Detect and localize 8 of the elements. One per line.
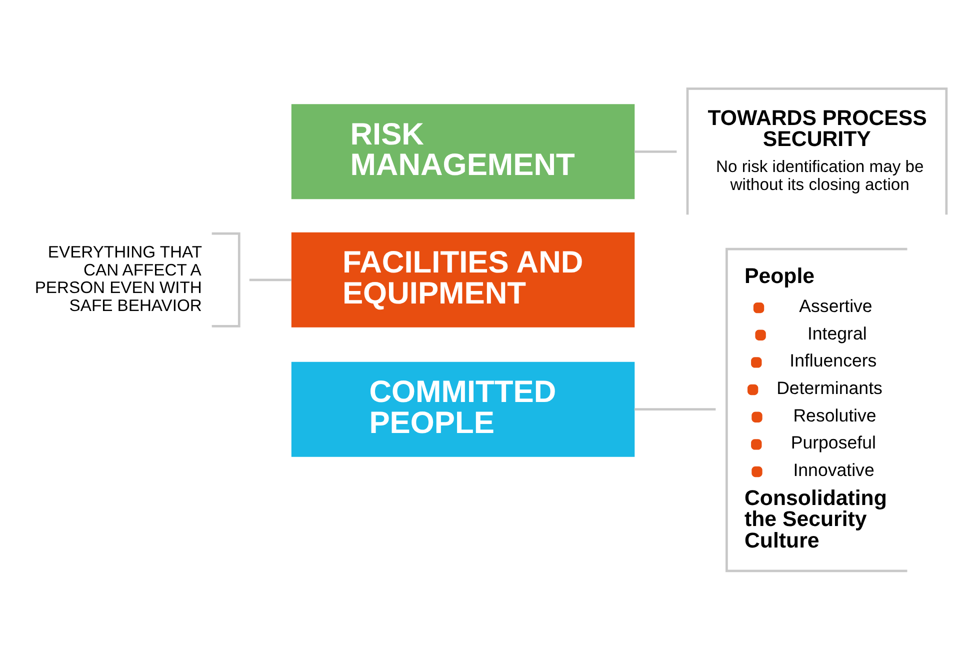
node-box: RISK MANAGEMENT [291,104,635,200]
node-box: COMMITTED PEOPLE [291,362,635,457]
connector [634,150,677,153]
node-box: FACILITIES AND EQUIPMENT [291,232,635,328]
connector [249,278,292,282]
node-text: EVERYTHING THAT CAN AFFECT A PERSON EVEN WITH SAFE BEHAVIOR [34,242,202,316]
node-text: TOWARDS PROCESS SECURITY No risk identification may be without its closing action [708,106,927,194]
connector [634,408,716,411]
